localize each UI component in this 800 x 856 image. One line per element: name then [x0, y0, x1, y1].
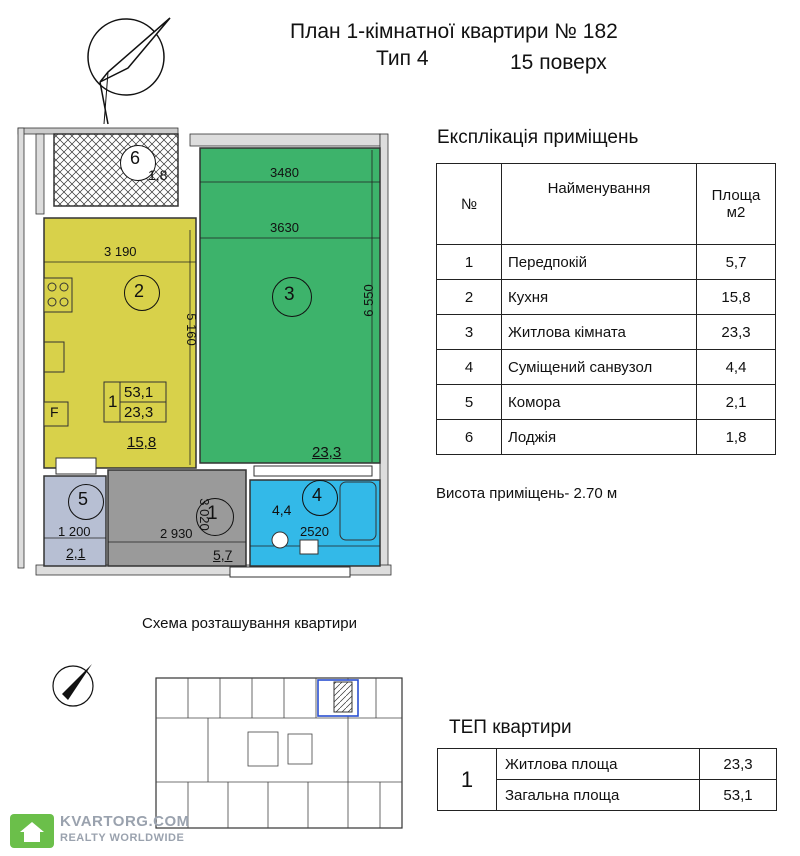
dim-6550: 6 550	[360, 284, 376, 317]
room-5-area: 2,1	[66, 545, 86, 561]
north-arrow-small-icon	[52, 664, 94, 707]
plan-floor: 15 поверх	[510, 51, 607, 74]
summary-total-area: 53,1	[124, 384, 154, 401]
table-row: 1 Житлова площа 23,3	[437, 748, 777, 811]
watermark-site: KVARTORG.COM	[60, 813, 190, 830]
north-arrow-icon	[87, 17, 171, 125]
fridge-label: F	[50, 404, 59, 420]
col-name: Найменування	[501, 163, 697, 245]
house-logo-icon	[10, 814, 54, 848]
table-row: 4 Суміщений санвузол 4,4	[436, 349, 776, 385]
dim-3480: 3480	[270, 165, 299, 180]
scheme-caption: Схема розташування квартири	[142, 615, 357, 632]
dim-1200: 1 200	[58, 524, 91, 539]
dim-3020: 3 020	[196, 498, 212, 531]
table-row: Загальна площа 53,1	[438, 779, 777, 811]
plan-title: План 1-кімнатної квартири № 182	[290, 20, 618, 43]
room-6-area: 1,8	[148, 167, 168, 183]
table-row: 2 Кухня 15,8	[436, 279, 776, 315]
table-row: 1 Передпокій 5,7	[436, 244, 776, 280]
room-2	[43, 217, 197, 469]
ceiling-height-note: Висота приміщень- 2.70 м	[436, 485, 618, 502]
col-number: №	[436, 163, 502, 245]
room-4-number: 4	[312, 485, 323, 505]
tep-number: 1	[437, 748, 497, 811]
tep-table: 1 Житлова площа 23,3 Загальна площа 53,1	[437, 748, 777, 811]
room-2-number: 2	[134, 281, 145, 301]
dim-2520: 2520	[300, 524, 329, 539]
room-5-number: 5	[78, 489, 89, 509]
room-3-number: 3	[284, 284, 295, 305]
table-row: 3 Житлова кімната 23,3	[436, 314, 776, 350]
dim-3190: 3 190	[104, 244, 137, 259]
room-4-area: 4,4	[272, 502, 292, 518]
room-2-area: 15,8	[127, 434, 157, 451]
explication-title: Експлікація приміщень	[437, 127, 639, 148]
summary-living-area: 23,3	[124, 404, 154, 421]
room-1-area: 5,7	[213, 547, 233, 563]
room-6	[53, 133, 179, 207]
room-6-number: 6	[130, 148, 141, 168]
col-area: Площа м2	[696, 163, 776, 245]
explication-table: № Найменування Площа м2 1 Передпокій 5,7…	[436, 163, 776, 455]
table-row: 5 Комора 2,1	[436, 384, 776, 420]
room-3-area: 23,3	[312, 444, 342, 461]
watermark-tagline: REALTY WORLDWIDE	[60, 832, 185, 844]
building-scheme	[155, 677, 403, 829]
plan-type: Тип 4	[376, 47, 429, 70]
tep-title: ТЕП квартири	[449, 717, 572, 738]
dim-2930: 2 930	[160, 526, 193, 541]
table-row: 6 Лоджія 1,8	[436, 419, 776, 455]
dim-3630: 3630	[270, 220, 299, 235]
summary-apt-number: 1	[108, 392, 118, 411]
dim-5160: 5 160	[183, 313, 199, 346]
room-1-number: 1	[207, 503, 218, 524]
